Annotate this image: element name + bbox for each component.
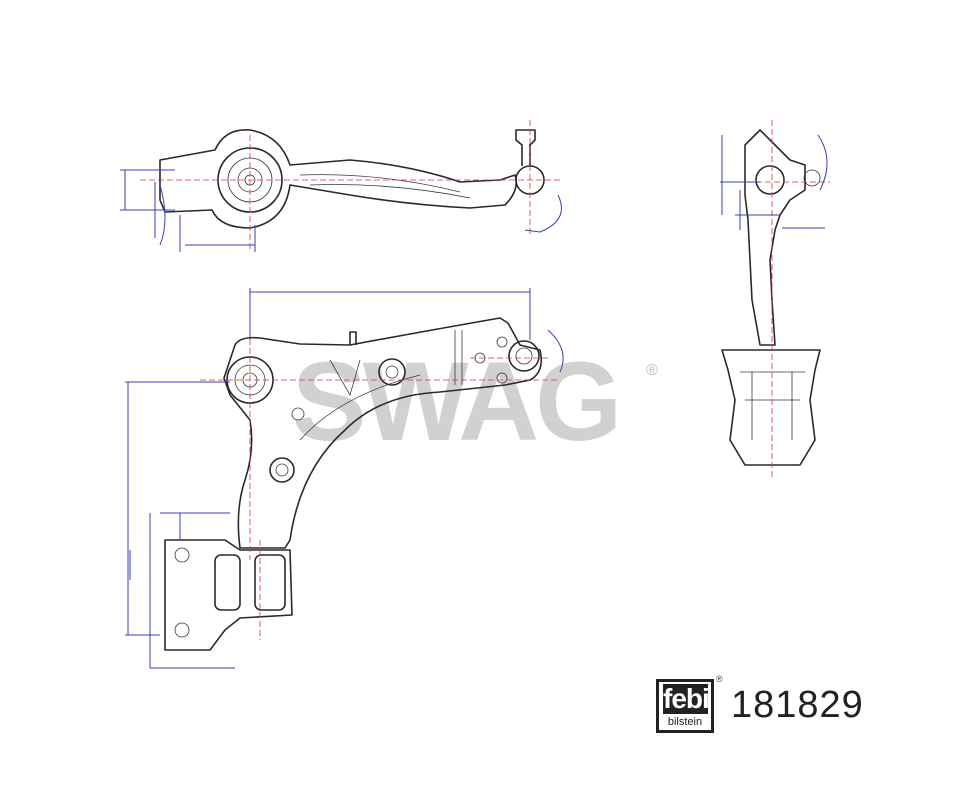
swag-watermark: SWAG xyxy=(292,339,618,464)
side-view xyxy=(720,120,830,480)
front-view xyxy=(125,288,564,669)
watermark-registered-mark: ® xyxy=(646,362,658,379)
part-number: 181829 xyxy=(731,684,864,726)
febi-bilstein-logo: febi bilstein xyxy=(656,679,714,733)
top-view xyxy=(120,120,562,252)
logo-registered-mark: ® xyxy=(716,674,723,684)
logo-main-text: febi xyxy=(663,683,710,714)
logo-sub-text: bilstein xyxy=(667,716,703,728)
